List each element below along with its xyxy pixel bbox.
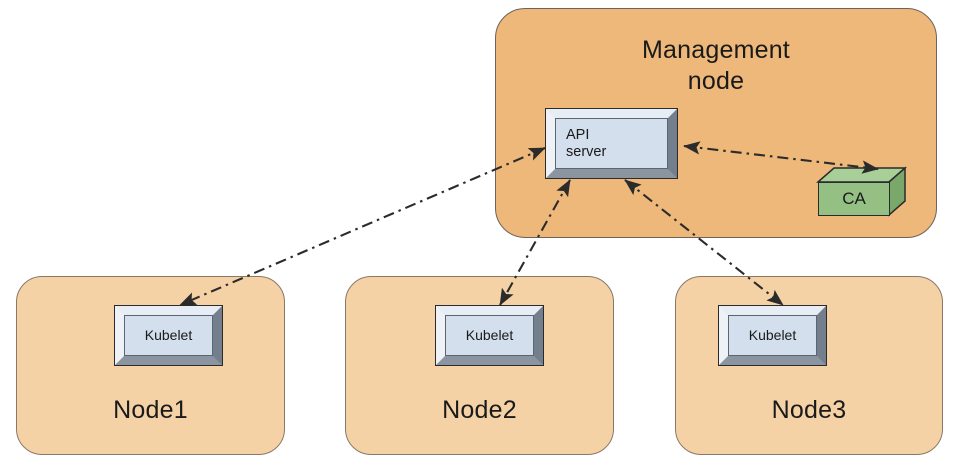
- ca-label: CA: [842, 189, 866, 208]
- kubelet-label-2: Kubelet: [465, 327, 514, 343]
- kubelet-box-1[interactable]: Kubelet: [114, 305, 223, 366]
- ca-front-face: CA: [818, 182, 890, 216]
- node-title-1: Node1: [113, 396, 188, 424]
- kubelet-face-3: Kubelet: [728, 315, 817, 356]
- node-title-2: Node2: [442, 396, 517, 424]
- api-server-label: API server: [556, 127, 606, 161]
- kubelet-bevel-3: Kubelet: [719, 306, 826, 365]
- api-server-bevel: API server: [546, 109, 677, 178]
- kubelet-face-1: Kubelet: [124, 315, 213, 356]
- management-node-title-line2: node: [687, 67, 745, 95]
- kubelet-bevel-2: Kubelet: [436, 306, 543, 365]
- kubelet-label-1: Kubelet: [144, 327, 193, 343]
- api-server-label-line2: server: [566, 143, 607, 160]
- api-server-label-line1: API: [566, 126, 590, 143]
- kubelet-label-3: Kubelet: [748, 327, 797, 343]
- kubelet-box-2[interactable]: Kubelet: [435, 305, 544, 366]
- management-node-title-line1: Management: [642, 36, 790, 64]
- node-title-3: Node3: [771, 396, 847, 424]
- kubelet-box-3[interactable]: Kubelet: [718, 305, 827, 366]
- kubelet-bevel-1: Kubelet: [115, 306, 222, 365]
- api-server-box[interactable]: API server: [545, 108, 678, 179]
- ca-box[interactable]: CA: [816, 166, 907, 217]
- api-server-face: API server: [555, 118, 668, 169]
- kubelet-face-2: Kubelet: [445, 315, 534, 356]
